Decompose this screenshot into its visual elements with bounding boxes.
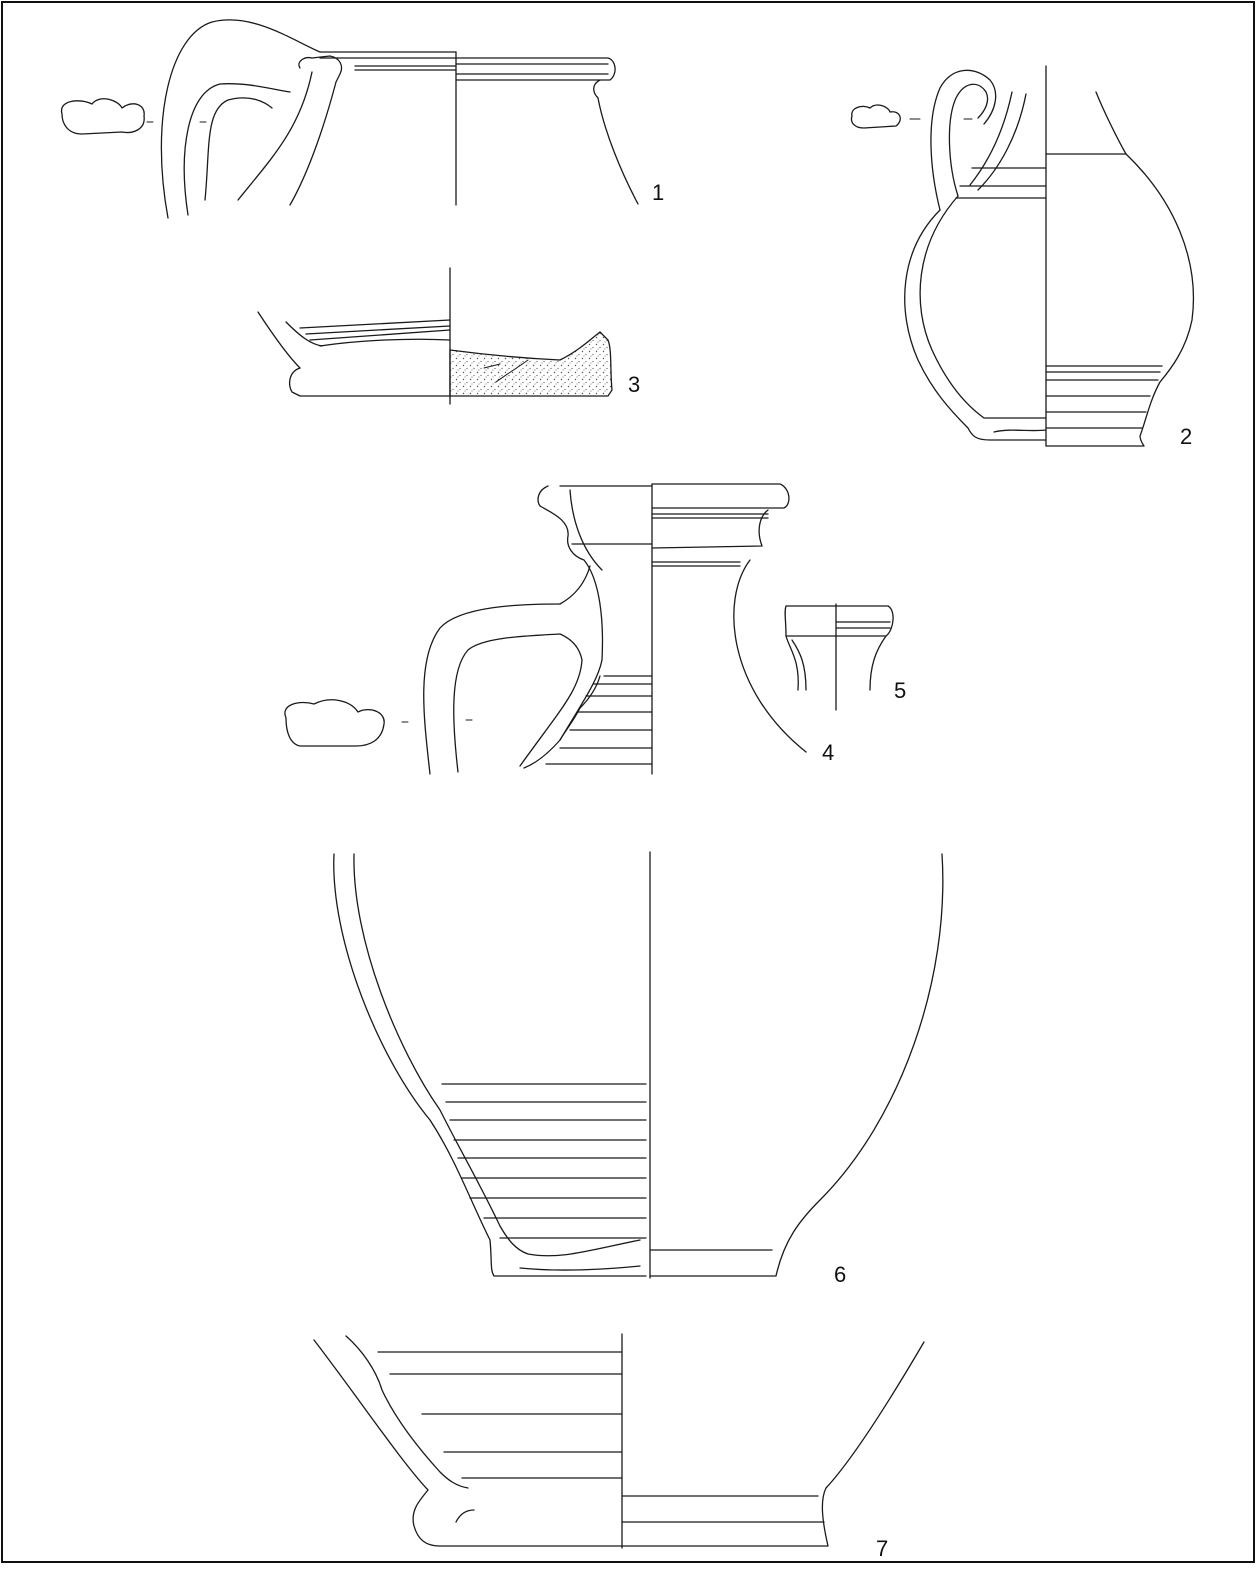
wall-left-outer-3 (257, 311, 301, 369)
section-cracks-3 (483, 359, 529, 383)
vessel-1-drawing: 1 (61, 19, 664, 219)
figure-label-1: 1 (652, 180, 664, 205)
wall-right-7 (621, 1341, 925, 1547)
handle-section-2 (850, 104, 901, 129)
neck-bands-left-2 (955, 167, 1047, 199)
vessel-4-drawing: 4 (284, 483, 834, 775)
handle-top-4 (559, 565, 591, 605)
rim-profile-left-1 (289, 55, 343, 206)
neck-outer-2 (977, 93, 1027, 191)
wall-left-outer-7 (313, 1339, 623, 1547)
rim-inner-4 (569, 489, 603, 571)
neck-right-5 (869, 635, 887, 691)
body-right-4 (733, 559, 807, 753)
handle-inner-2 (237, 71, 313, 201)
wall-left-inner-7 (345, 1335, 469, 1489)
neck-inner-2 (969, 91, 1013, 186)
neck-left-5 (785, 635, 799, 691)
body-left-inner-2 (919, 195, 1047, 419)
interior-bands-7 (377, 1351, 623, 1479)
rim-outline-5 (784, 605, 894, 637)
rim-lines-left-1 (319, 51, 457, 71)
base-interior-2 (993, 429, 1047, 433)
wall-left-inner-3 (285, 321, 323, 347)
rim-right-1 (455, 57, 616, 81)
figure-label-2: 2 (1180, 424, 1192, 449)
handle-section-4 (284, 699, 385, 747)
wall-left-outer-6 (333, 853, 647, 1277)
base-interior-6 (519, 1265, 641, 1271)
wall-left-inner-6 (353, 853, 641, 1257)
vessel-2-drawing: 2 (850, 65, 1195, 449)
base-bands-right-7 (621, 1495, 825, 1523)
section-marks-4 (401, 719, 473, 723)
rim-lines-left-4 (559, 485, 653, 545)
neck-right-2 (1045, 91, 1127, 155)
handle-outer-2 (930, 69, 997, 211)
vessel-6-drawing: 6 (333, 851, 944, 1287)
neck-wall-4 (559, 675, 601, 741)
figure-label-5: 5 (894, 678, 906, 703)
vessel-7-drawing: 7 (313, 1333, 925, 1561)
figure-label-3: 3 (628, 372, 640, 397)
vessel-3-drawing: 3 (257, 267, 640, 405)
figure-label-4: 4 (822, 740, 834, 765)
neck-bands-right-4 (651, 561, 741, 567)
body-left-outer-2 (904, 209, 1047, 441)
base-interior-7 (455, 1509, 475, 1523)
handle-lower-4 (519, 633, 583, 767)
neck-bands-left-4 (545, 675, 653, 765)
floor-lines-3 (299, 319, 451, 347)
neck-profile-left-4 (523, 485, 604, 769)
handle-inner-2 (948, 83, 989, 197)
neck-left-inner-5 (791, 639, 807, 691)
collar-right-4 (651, 509, 769, 549)
rim-right-4 (651, 483, 790, 509)
figure-label-6: 6 (834, 1262, 846, 1287)
handle-section-1 (61, 98, 145, 135)
handle-inner-4 (453, 633, 561, 773)
body-bands-right-2 (1045, 365, 1163, 429)
handle-outer-inner-1 (183, 83, 291, 216)
handle-outer-4 (423, 603, 561, 775)
base-section-3 (449, 331, 613, 397)
body-right-1 (593, 79, 639, 205)
rim-bands-right-1 (455, 63, 609, 75)
body-right-2 (1045, 153, 1195, 447)
figure-label-7: 7 (876, 1536, 888, 1561)
interior-bands-6 (441, 1083, 647, 1239)
rim-bands-right-4 (651, 513, 769, 519)
handle-outer-1 (160, 19, 321, 219)
base-left-3 (288, 367, 451, 397)
handle-inner-1 (204, 97, 273, 201)
wall-right-6 (649, 853, 944, 1277)
rim-bands-5 (835, 621, 891, 629)
vessel-5-drawing: 5 (784, 603, 906, 711)
